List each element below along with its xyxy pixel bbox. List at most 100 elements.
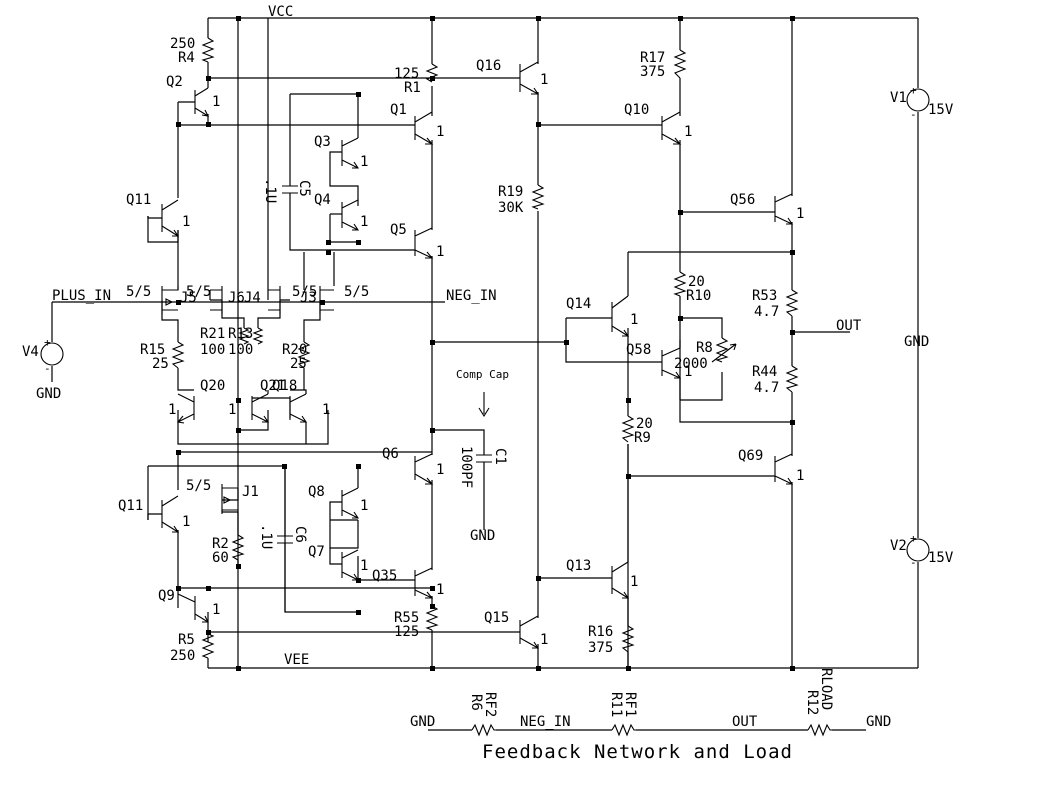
r13-resistor <box>252 327 264 345</box>
resistor-symbols <box>171 37 832 737</box>
vcc-label: VCC <box>268 4 293 20</box>
r1-resistor <box>425 63 439 83</box>
q13-pin: 1 <box>630 574 638 590</box>
j3-label: J3 <box>300 290 317 306</box>
j5-ratio: 5/5 <box>126 284 151 300</box>
j6-label: J6 <box>228 290 245 306</box>
v1-minus: - <box>910 108 917 121</box>
q9-label: Q9 <box>158 588 175 604</box>
r16-resistor <box>621 625 635 653</box>
c5-name: C5 <box>296 180 312 197</box>
bjt-symbols <box>147 61 794 649</box>
q15-pin: 1 <box>540 632 548 648</box>
source-labels: V1 + - 15V V2 + - 15V V4 + - <box>22 84 954 569</box>
net-labels: VCC VEE PLUS_IN NEG_IN OUT GND GND GND C… <box>36 4 929 668</box>
q5-label: Q5 <box>390 222 407 238</box>
q13-label: Q13 <box>566 558 591 574</box>
v4-plus: + <box>44 336 51 349</box>
r10-value: 20 <box>688 274 705 290</box>
voltage-sources <box>40 88 930 562</box>
plus-in-label: PLUS_IN <box>52 288 111 304</box>
r2-value: 60 <box>212 550 229 566</box>
c1-capacitor <box>476 454 492 463</box>
r11-ref: RF1 <box>622 692 638 717</box>
neg-in-label: NEG_IN <box>446 288 497 304</box>
r44-resistor <box>785 365 799 393</box>
j1-ratio: 5/5 <box>186 478 211 494</box>
feedback-network: GND NEG_IN OUT GND Feedback Network and … <box>410 714 891 763</box>
r13-name: R13 <box>228 326 253 342</box>
r20-name: R20 <box>282 342 307 358</box>
r5-resistor <box>201 633 215 659</box>
vee-label: VEE <box>284 652 309 668</box>
r17-value: 375 <box>640 64 665 80</box>
c6-name: C6 <box>292 526 308 543</box>
q2-pin: 1 <box>212 94 220 110</box>
r6-name: R6 <box>468 694 484 711</box>
r19-resistor <box>531 184 545 210</box>
v4-name: V4 <box>22 344 39 360</box>
q35-transistor <box>414 567 434 599</box>
v2-minus: - <box>910 556 917 569</box>
q69-pin: 1 <box>796 468 804 484</box>
transistor-labels: Q16 1 Q1 1 Q2 1 Q10 1 Q3 1 Q4 1 Q5 1 Q11… <box>118 58 804 648</box>
v1-plus: + <box>910 84 917 97</box>
gnd-label-v4: GND <box>36 386 61 402</box>
q4-label: Q4 <box>314 192 331 208</box>
q58-transistor <box>661 347 682 379</box>
q11-label: Q11 <box>118 498 143 514</box>
v4-source <box>40 342 64 366</box>
q5-transistor <box>414 227 434 259</box>
r55-resistor <box>425 605 439 631</box>
q20-label: Q20 <box>200 378 225 394</box>
q8-pin: 1 <box>360 498 368 514</box>
v4-minus: - <box>44 362 51 375</box>
q1-pin: 1 <box>436 124 444 140</box>
c1-name: C1 <box>492 448 508 465</box>
fb-neg-in: NEG_IN <box>520 714 571 730</box>
r15-value: 25 <box>152 356 169 372</box>
q12-transistor <box>161 199 180 237</box>
q14-label: Q14 <box>566 296 591 312</box>
j3-ratio: 5/5 <box>344 284 369 300</box>
r8-value: 2000 <box>674 356 708 372</box>
q21-pin: 1 <box>228 402 236 418</box>
r53-name: R53 <box>752 288 777 304</box>
r16-value: 375 <box>588 640 613 656</box>
q1-label: Q1 <box>390 102 407 118</box>
q69-label: Q69 <box>738 448 763 464</box>
q21-transistor <box>251 393 270 423</box>
c5-capacitor <box>282 185 298 194</box>
q6-transistor <box>414 453 434 485</box>
j1-jfet <box>221 484 238 514</box>
r21-name: R21 <box>200 326 225 342</box>
q58-pin: 1 <box>684 364 692 380</box>
v2-name: V2 <box>890 538 907 554</box>
r8-arrow <box>711 343 737 363</box>
r1-name: R1 <box>404 80 421 96</box>
r17-resistor <box>673 49 687 79</box>
r9-resistor <box>621 415 635 443</box>
r15-name: R15 <box>140 342 165 358</box>
q3-pin: 1 <box>360 154 368 170</box>
r55-name: R55 <box>394 610 419 626</box>
q14-pin: 1 <box>630 312 638 328</box>
q18-label: Q18 <box>272 378 297 394</box>
r12-name: R12 <box>804 690 820 715</box>
q6-label: Q6 <box>382 446 399 462</box>
j4-label: J4 <box>244 290 261 306</box>
q56-pin: 1 <box>796 206 804 222</box>
r44-name: R44 <box>752 364 777 380</box>
q10-label: Q10 <box>624 102 649 118</box>
q58-label: Q58 <box>626 342 651 358</box>
j5-jfet <box>161 286 179 314</box>
q11-transistor <box>161 495 180 533</box>
q8-label: Q8 <box>308 484 325 500</box>
q12-pin: 1 <box>182 214 190 230</box>
q4-transistor <box>341 199 360 231</box>
r2-name: R2 <box>212 536 229 552</box>
resistor-labels: 250 R4 125 R1 R17 375 R19 30K 20 R10 R53… <box>140 36 834 717</box>
comp-cap-arrow <box>478 392 490 418</box>
q16-pin: 1 <box>540 72 548 88</box>
